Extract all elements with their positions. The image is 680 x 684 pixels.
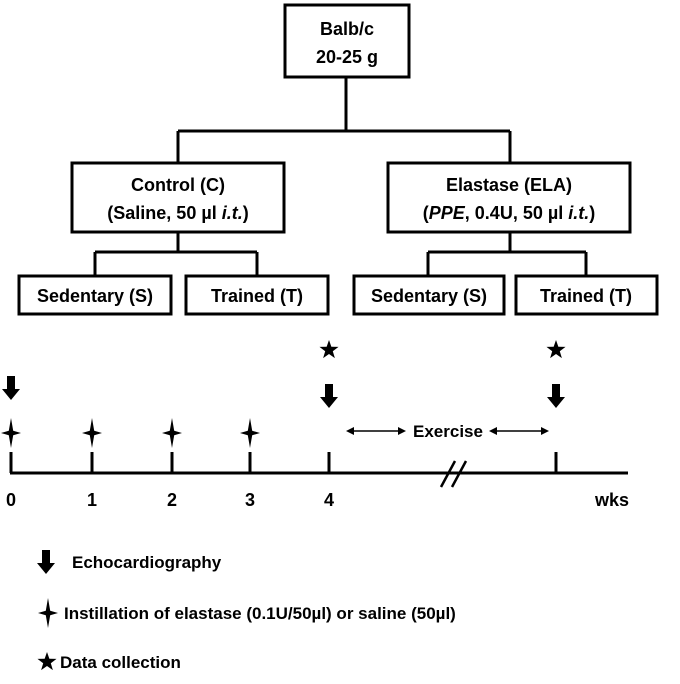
data-collection-icon-week-8 — [546, 340, 566, 359]
instillation-icon-week-0 — [1, 418, 21, 448]
control-trained-label: Trained (T) — [211, 286, 303, 306]
legend-instillation-icon — [38, 598, 58, 628]
data-collection-icon-week-4 — [319, 340, 339, 359]
legend-data-collection-label: Data collection — [60, 653, 181, 672]
tick-label-2: 2 — [167, 490, 177, 510]
control-trained-box: Trained (T) — [184, 274, 330, 316]
legend-echocardiography-icon — [37, 550, 55, 574]
root-strain: Balb/c — [320, 19, 374, 39]
root-box: Balb/c 20-25 g — [283, 3, 411, 79]
tick-label-0: 0 — [6, 490, 16, 510]
legend-echocardiography-label: Echocardiography — [72, 553, 222, 572]
echocardiography-icon-week-8 — [547, 384, 565, 408]
elastase-trained-label: Trained (T) — [540, 286, 632, 306]
root-weight: 20-25 g — [316, 47, 378, 67]
instillation-icon-week-2 — [162, 418, 182, 448]
legend-data-collection-icon — [37, 652, 57, 671]
instillation-icon-week-3 — [240, 418, 260, 448]
tick-label-3: 3 — [245, 490, 255, 510]
exercise-interval-arrows: Exercise — [346, 422, 549, 441]
timeline: 0 1 2 3 4 wks — [6, 452, 629, 510]
control-box: Control (C) (Saline, 50 µl i.t.) — [70, 161, 286, 234]
exercise-label: Exercise — [413, 422, 483, 441]
tick-label-4: 4 — [324, 490, 334, 510]
elastase-title: Elastase (ELA) — [446, 175, 572, 195]
legend: Echocardiography Instillation of elastas… — [37, 550, 456, 672]
elastase-sedentary-box: Sedentary (S) — [352, 274, 506, 316]
elastase-trained-box: Trained (T) — [514, 274, 659, 316]
control-sedentary-label: Sedentary (S) — [37, 286, 153, 306]
legend-instillation-label: Instillation of elastase (0.1U/50µl) or … — [64, 604, 456, 623]
timeline-unit: wks — [594, 490, 629, 510]
echocardiography-icon-week-4 — [320, 384, 338, 408]
control-sedentary-box: Sedentary (S) — [17, 274, 173, 316]
echocardiography-icon-week-0 — [2, 376, 20, 400]
elastase-treatment: (PPE, 0.4U, 50 µl i.t.) — [423, 203, 595, 223]
axis-break-mark — [439, 460, 468, 488]
elastase-sedentary-label: Sedentary (S) — [371, 286, 487, 306]
control-title: Control (C) — [131, 175, 225, 195]
tick-label-1: 1 — [87, 490, 97, 510]
instillation-icon-week-1 — [82, 418, 102, 448]
control-treatment: (Saline, 50 µl i.t.) — [107, 203, 248, 223]
elastase-box: Elastase (ELA) (PPE, 0.4U, 50 µl i.t.) — [386, 161, 632, 234]
tree-connectors — [93, 77, 588, 276]
